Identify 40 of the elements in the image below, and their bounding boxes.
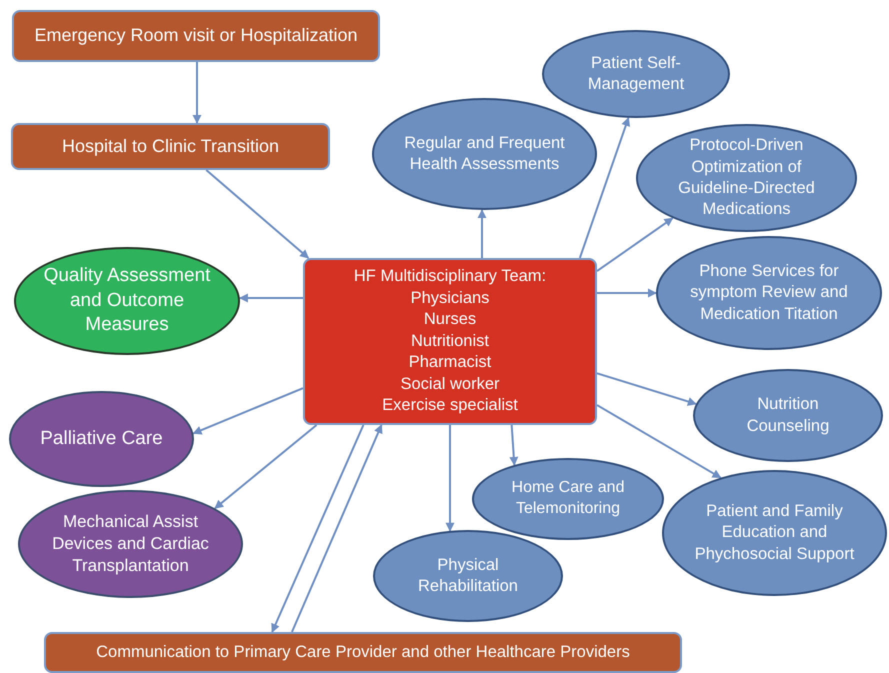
event-box	[11, 123, 330, 170]
arrow	[578, 117, 630, 258]
node-label: Nurses	[424, 309, 476, 330]
node-label: Social worker	[400, 374, 500, 395]
arrow	[192, 387, 304, 434]
node-label: Regular and Frequent Health Assessments	[403, 132, 566, 175]
node-label: Emergency Room visit or Hospitalization	[34, 24, 358, 48]
node-label: Home Care and Telemonitoring	[510, 478, 626, 519]
event-box	[44, 632, 682, 673]
node-label: Nutritionist	[411, 330, 489, 352]
arrow	[596, 217, 674, 272]
node-label: Nutrition Counseling	[746, 394, 830, 436]
node-label: Exercise specialist	[382, 395, 518, 416]
arrow	[291, 424, 382, 632]
node-label: Physical Rehabilitation	[417, 554, 519, 597]
arrow	[214, 424, 318, 510]
arrow	[238, 294, 303, 302]
arrow	[478, 209, 486, 258]
team-box	[303, 258, 597, 425]
node-label: Physicians	[410, 288, 490, 309]
node-label: Palliative Care	[40, 426, 163, 451]
node-label: Communication to Primary Care Provider and other Healthcare Providers	[96, 642, 630, 663]
event-box	[12, 10, 380, 62]
arrow	[271, 424, 364, 633]
node-label: Patient Self-Management	[586, 52, 686, 95]
arrow	[446, 425, 454, 532]
node-label: Quality Assessment and Outcome Measures	[42, 264, 212, 338]
node-label: Phone Services for symptom Review and Medication Titation	[689, 260, 849, 325]
arrow	[192, 62, 202, 124]
arrow	[206, 169, 310, 259]
node-label: Protocol-Driven Optimization of Guideline-Directed Medications	[677, 135, 816, 220]
arrow	[597, 288, 657, 298]
arrow	[596, 372, 697, 406]
arrow	[509, 424, 518, 466]
node-label: Pharmacist	[408, 352, 492, 374]
node-label: HF Multidisciplinary Team:	[354, 266, 546, 288]
node-label: Hospital to Clinic Transition	[62, 134, 280, 158]
node-label: Mechanical Assist Devices and Cardiac Transplantation	[51, 510, 210, 578]
arrow	[596, 404, 722, 479]
node-label: Patient and Family Education and Phychosocial Support	[694, 500, 856, 565]
